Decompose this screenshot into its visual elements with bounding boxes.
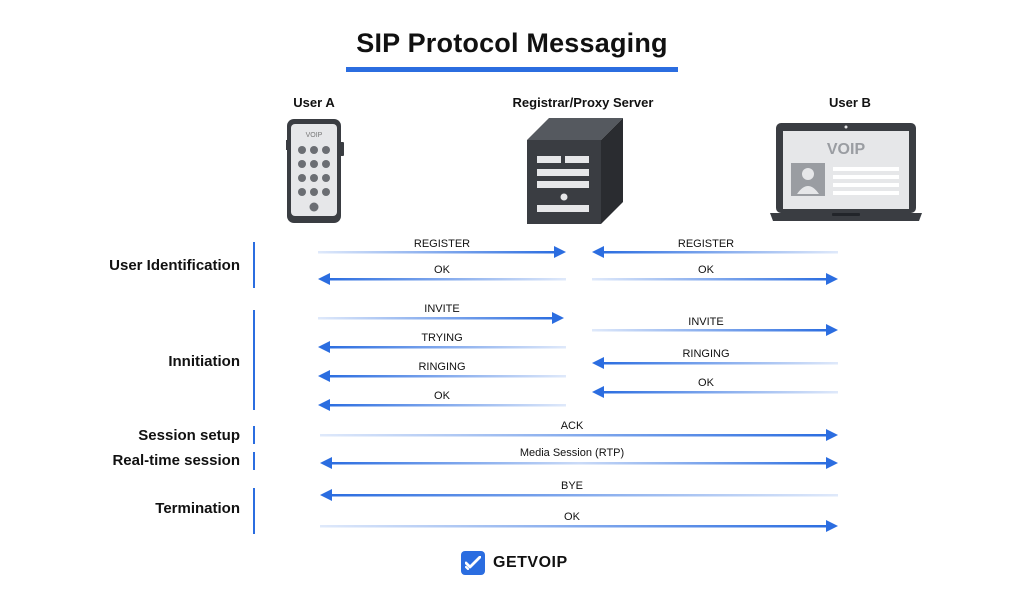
arrow-ok-b-to-server xyxy=(592,386,838,398)
msg-label-register-b: REGISTER xyxy=(677,238,735,250)
arrow-register-a-to-server xyxy=(318,246,566,258)
laptop-screen-text: VOIP xyxy=(827,141,866,158)
msg-label-ok-a-2: OK xyxy=(434,390,450,402)
phase-bar-user-identification xyxy=(253,242,255,288)
arrow-ringing-b-to-server xyxy=(592,357,838,369)
arrow-ok-server-to-a-2 xyxy=(318,399,566,411)
arrow-register-b-to-server xyxy=(592,246,838,258)
arrow-ack-a-to-b xyxy=(320,429,838,441)
msg-label-media-session: Media Session (RTP) xyxy=(519,447,625,459)
actor-label-user-b: User B xyxy=(829,95,871,110)
msg-label-invite-b: INVITE xyxy=(688,316,724,328)
msg-label-ack: ACK xyxy=(560,420,584,432)
msg-label-register-a: REGISTER xyxy=(413,238,471,250)
phase-bar-realtime-session xyxy=(253,452,255,470)
arrow-invite-server-to-b xyxy=(592,324,838,336)
msg-label-bye: BYE xyxy=(560,480,584,492)
phase-bar-initiation xyxy=(253,310,255,410)
actor-label-server: Registrar/Proxy Server xyxy=(512,95,654,110)
phase-label-user-identification: User Identification xyxy=(109,257,240,274)
arrow-ok-server-to-b xyxy=(592,273,838,285)
phase-label-initiation: Innitiation xyxy=(168,353,240,370)
arrow-bye-b-to-a xyxy=(320,489,838,501)
phone-screen-text: VOIP xyxy=(306,132,323,139)
checkmark-icon xyxy=(461,551,485,575)
msg-label-ok-end: OK xyxy=(564,511,580,523)
phase-bar-session-setup xyxy=(253,426,255,444)
arrow-ok-a-to-b-end xyxy=(320,520,838,532)
brand-name: GETVOIP xyxy=(493,554,568,571)
msg-label-ringing-b: RINGING xyxy=(682,348,730,360)
phone-icon: VOIP xyxy=(286,119,344,223)
phase-bar-termination xyxy=(253,488,255,534)
arrow-trying-server-to-a xyxy=(318,341,566,353)
brand-logo: GETVOIP xyxy=(461,551,568,575)
msg-label-ok-b-2: OK xyxy=(698,377,714,389)
phase-label-termination: Termination xyxy=(155,500,240,517)
msg-label-ringing-a: RINGING xyxy=(418,361,466,373)
arrow-invite-a-to-server xyxy=(318,312,564,324)
arrow-ringing-server-to-a xyxy=(318,370,566,382)
actor-label-user-a: User A xyxy=(293,95,335,110)
phase-label-session-setup: Session setup xyxy=(138,427,240,444)
msg-label-invite-a: INVITE xyxy=(424,303,460,315)
msg-label-trying-a: TRYING xyxy=(421,332,463,344)
arrow-ok-server-to-a xyxy=(318,273,566,285)
phase-label-realtime-session: Real-time session xyxy=(112,452,240,469)
title-underline xyxy=(346,67,678,72)
laptop-icon: VOIP xyxy=(770,123,922,221)
msg-label-ok-a-1: OK xyxy=(434,264,450,276)
page-title: SIP Protocol Messaging xyxy=(356,28,668,58)
msg-label-ok-b-1: OK xyxy=(698,264,714,276)
server-icon xyxy=(527,118,623,224)
arrow-media-session-bidirectional xyxy=(320,457,838,469)
